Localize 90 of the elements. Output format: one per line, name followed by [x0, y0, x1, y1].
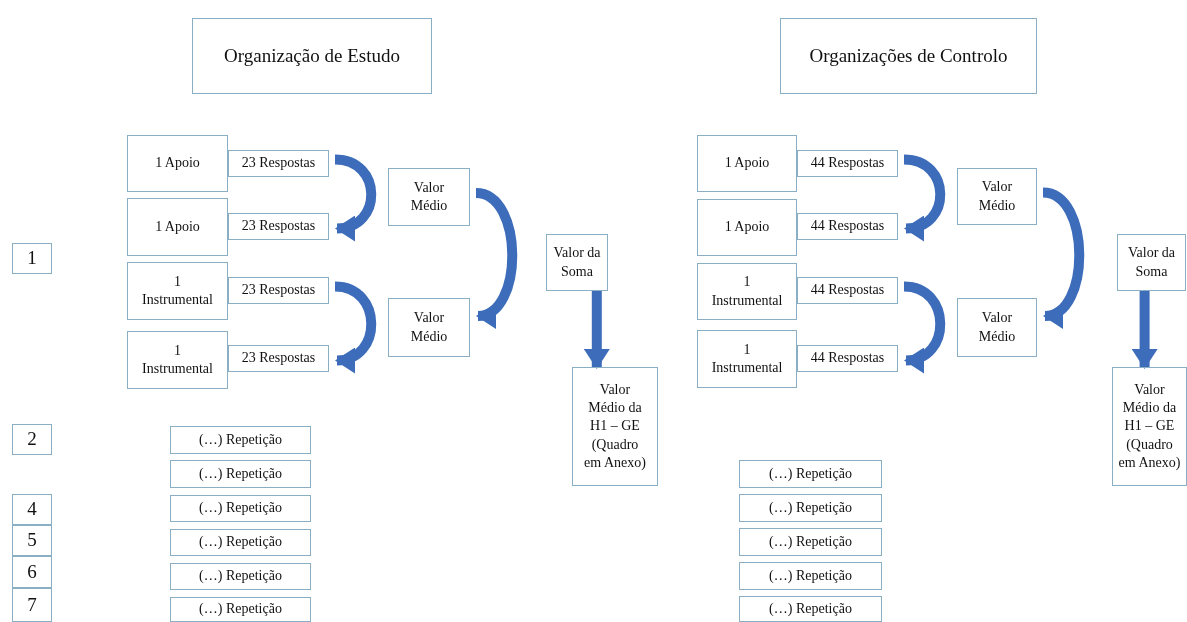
box-text: 1 Instrumental: [711, 340, 783, 377]
box-text: 1: [27, 246, 37, 271]
process-box: [170, 460, 311, 488]
process-box: [388, 168, 470, 226]
box-text: 2: [27, 427, 37, 452]
process-box: [957, 298, 1037, 357]
process-box: [739, 460, 882, 488]
box-text: Valor Médio: [409, 309, 449, 346]
box-text: 1 Apoio: [724, 154, 770, 173]
box-text: 23 Respostas: [241, 281, 316, 300]
box-text: 44 Respostas: [810, 281, 885, 300]
process-box: [170, 563, 311, 590]
row-number-box: [12, 243, 52, 274]
process-box: [228, 213, 329, 240]
box-text: 1 Instrumental: [142, 341, 213, 378]
box-text: (…) Repetição: [199, 533, 282, 552]
box-text: (…) Repetição: [769, 566, 852, 585]
box-text: Valor da Soma: [1126, 244, 1176, 281]
process-box: [797, 277, 898, 304]
box-text: (…) Repetição: [199, 499, 282, 518]
process-box: [697, 135, 797, 192]
curved-arrow: [334, 281, 377, 371]
box-text: (…) Repetição: [199, 600, 282, 619]
process-box: [797, 150, 898, 177]
process-box: [739, 528, 882, 556]
row-number-box: [12, 556, 52, 588]
process-box: [739, 562, 882, 590]
box-text: Valor Médio da H1 – GE (Quadro em Anexo): [1117, 381, 1182, 472]
box-text: (…) Repetição: [769, 599, 852, 618]
box-text: 1 Apoio: [724, 218, 770, 237]
process-box: [127, 331, 228, 389]
process-box: [739, 494, 882, 522]
process-box: [228, 345, 329, 372]
box-text: 1 Apoio: [155, 154, 200, 173]
box-text: Valor Médio: [977, 178, 1017, 215]
box-text: 23 Respostas: [241, 349, 316, 368]
row-number-box: [12, 588, 52, 622]
box-text: (…) Repetição: [199, 567, 282, 586]
process-box: [127, 198, 228, 256]
row-number-box: [12, 494, 52, 525]
box-text: 44 Respostas: [810, 154, 885, 173]
box-text: 7: [27, 592, 37, 617]
process-box: [170, 529, 311, 556]
process-box: [697, 263, 797, 320]
box-text: (…) Repetição: [199, 464, 282, 483]
box-text: 44 Respostas: [810, 217, 885, 236]
down-arrow: [1131, 291, 1158, 369]
box-text: 23 Respostas: [241, 154, 316, 173]
box-text: Organizações de Controlo: [809, 43, 1008, 68]
title-box: [780, 18, 1037, 94]
box-text: (…) Repetição: [769, 498, 852, 517]
process-box: [228, 277, 329, 304]
result-box: [1112, 367, 1187, 486]
row-number-box: [12, 424, 52, 455]
box-text: 1 Instrumental: [711, 273, 783, 310]
down-arrow: [583, 291, 610, 369]
process-box: [739, 596, 882, 622]
box-text: (…) Repetição: [769, 532, 852, 551]
process-box: [228, 150, 329, 177]
box-text: 23 Respostas: [241, 217, 316, 236]
box-text: 4: [27, 497, 37, 522]
box-text: Valor Médio da H1 – GE (Quadro em Anexo): [584, 381, 646, 472]
box-text: 44 Respostas: [810, 349, 885, 368]
process-box: [957, 168, 1037, 225]
title-box: [192, 18, 432, 94]
process-box: [697, 330, 797, 388]
box-text: Valor Médio: [977, 309, 1017, 346]
result-box: [572, 367, 658, 486]
curved-arrow: [903, 281, 946, 371]
row-number-box: [12, 525, 52, 556]
box-text: 5: [27, 528, 37, 553]
box-text: 1 Instrumental: [142, 272, 213, 309]
process-box: [170, 426, 311, 454]
box-text: Valor da Soma: [552, 244, 602, 281]
process-box: [170, 597, 311, 622]
box-text: Organização de Estudo: [224, 43, 400, 68]
process-box: [797, 213, 898, 240]
process-box: [170, 495, 311, 522]
process-box: [388, 298, 470, 357]
box-text: (…) Repetição: [199, 430, 282, 449]
box-text: 1 Apoio: [155, 217, 200, 236]
process-box: [546, 234, 608, 291]
process-box: [127, 262, 228, 320]
box-text: 6: [27, 559, 37, 584]
box-text: (…) Repetição: [769, 464, 852, 483]
process-box: [1117, 234, 1186, 291]
process-box: [797, 345, 898, 372]
process-box: [697, 199, 797, 256]
box-text: Valor Médio: [409, 178, 449, 215]
process-box: [127, 135, 228, 192]
